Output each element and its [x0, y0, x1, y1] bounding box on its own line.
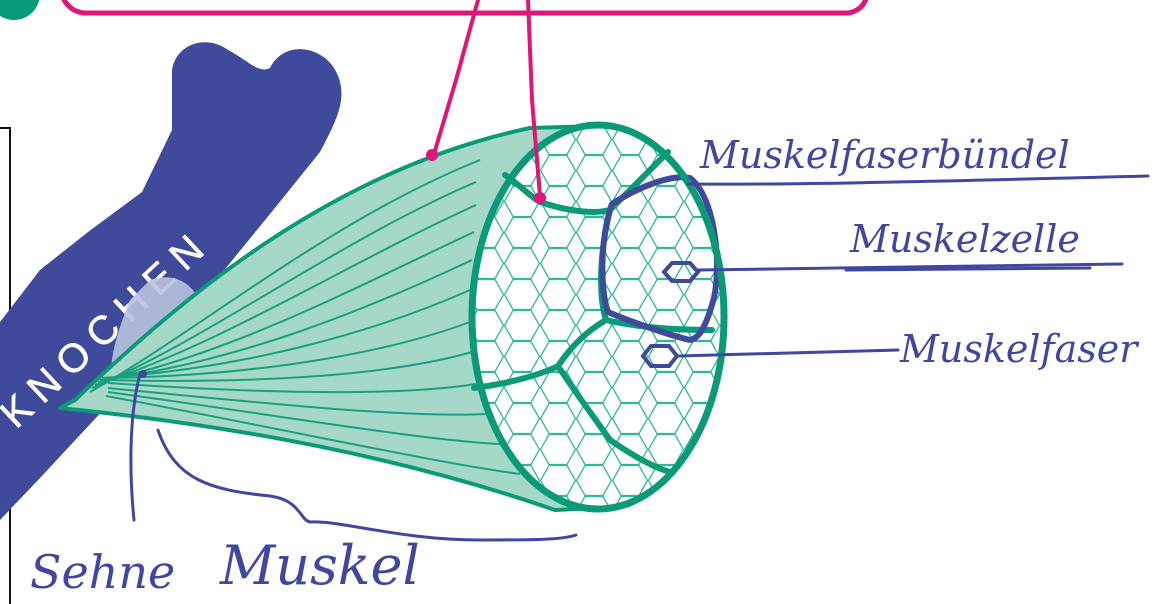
tendon-label: Sehne [30, 545, 175, 599]
muscle-cell-label: Muskelzelle [849, 217, 1080, 261]
corner-marker [0, 0, 40, 20]
muscle-label: Muskel [219, 534, 420, 597]
fiber-bundle-label: Muskelfaserbündel [699, 133, 1070, 177]
muscle-fiber-label: Muskelfaser [899, 327, 1140, 371]
pink-dot-muscle [426, 149, 438, 161]
pink-dot-septum [534, 192, 546, 204]
pink-banner [60, 0, 868, 13]
tendon-dot [139, 370, 147, 378]
